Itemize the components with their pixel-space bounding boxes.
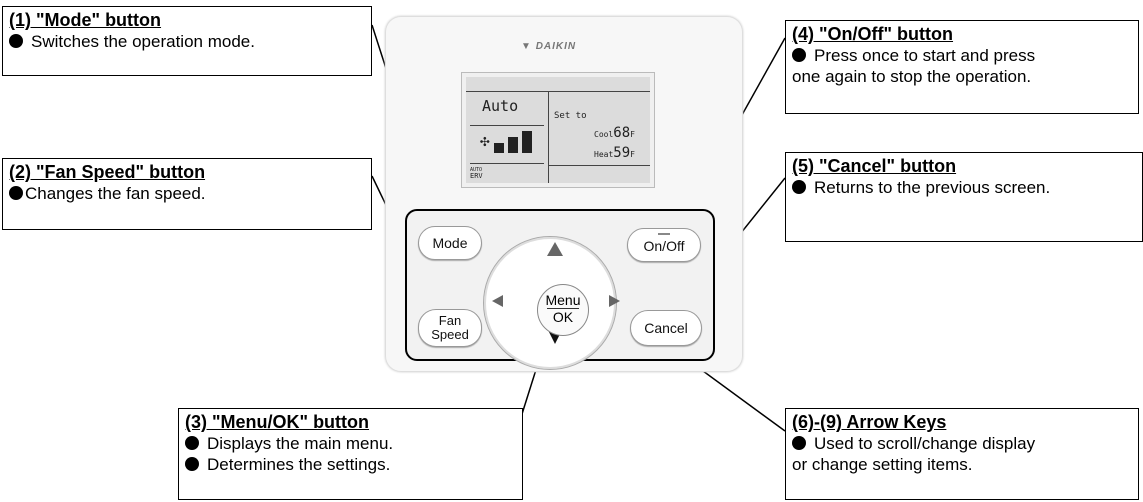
fan-level-bar-1 — [494, 143, 504, 153]
callout-on-off: (4) "On/Off" button Press once to start … — [785, 20, 1139, 114]
callout-fan-speed-line: Changes the fan speed. — [25, 184, 206, 203]
fan-level-bar-2 — [508, 137, 518, 153]
bullet-icon — [792, 48, 806, 62]
fan-speed-label-line1: Fan — [438, 313, 462, 328]
callout-on-off-line-2: one again to stop the operation. — [792, 67, 1032, 86]
right-arrow-icon[interactable] — [609, 295, 620, 307]
callout-mode-title: (1) "Mode" button — [9, 10, 162, 30]
brand-text: DAIKIN — [535, 41, 577, 52]
callout-mode: (1) "Mode" button Switches the operation… — [2, 6, 372, 76]
on-off-button[interactable]: On/Off — [627, 228, 701, 262]
bullet-icon — [185, 436, 199, 450]
callout-arrow-keys: (6)-(9) Arrow Keys Used to scroll/change… — [785, 408, 1139, 500]
callout-arrow-keys-title: (6)-(9) Arrow Keys — [792, 412, 947, 432]
bullet-icon — [9, 186, 23, 200]
on-off-indicator-led — [658, 233, 670, 235]
daikin-logo: ▼ DAIKIN — [521, 41, 576, 52]
bullet-icon — [9, 34, 23, 48]
callout-cancel-line: Returns to the previous screen. — [814, 178, 1051, 197]
bullet-icon — [792, 180, 806, 194]
callout-arrow-keys-line-2: or change setting items. — [792, 455, 973, 474]
callout-on-off-line-1: Press once to start and press — [814, 46, 1036, 65]
mode-button[interactable]: Mode — [418, 226, 482, 260]
lcd-erv-auto: AUTO — [470, 167, 483, 173]
menu-ok-divider — [547, 308, 579, 309]
callout-menu-ok-title: (3) "Menu/OK" button — [185, 412, 370, 432]
lcd-cool-setpoint: Cool68F — [594, 125, 635, 141]
lcd-screen: Auto ✣ AUTO ERV Set to Cool68F Heat59F — [461, 72, 655, 188]
callout-fan-speed: (2) "Fan Speed" button Changes the fan s… — [2, 158, 372, 230]
callout-on-off-title: (4) "On/Off" button — [792, 24, 954, 44]
callout-menu-ok-line-1: Displays the main menu. — [207, 434, 394, 453]
lcd-mode: Auto — [482, 97, 519, 115]
callout-cancel: (5) "Cancel" button Returns to the previ… — [785, 152, 1143, 242]
bullet-icon — [792, 436, 806, 450]
callout-arrow-keys-line-1: Used to scroll/change display — [814, 434, 1036, 453]
menu-label: Menu — [545, 292, 581, 308]
callout-menu-ok: (3) "Menu/OK" button Displays the main m… — [178, 408, 523, 500]
on-off-label: On/Off — [643, 238, 685, 254]
daikin-logo-mark: ▼ — [521, 41, 532, 52]
menu-ok-button[interactable]: Menu OK — [537, 284, 589, 336]
bullet-icon — [185, 457, 199, 471]
fan-speed-label-line2: Speed — [431, 327, 469, 342]
left-arrow-icon[interactable] — [492, 295, 503, 307]
fan-level-bar-3 — [522, 131, 532, 153]
callout-cancel-title: (5) "Cancel" button — [792, 156, 957, 176]
lcd-set-to: Set to — [554, 111, 587, 121]
callout-fan-speed-title: (2) "Fan Speed" button — [9, 162, 206, 182]
callout-mode-line: Switches the operation mode. — [31, 32, 255, 51]
fan-icon: ✣ — [480, 131, 490, 150]
callout-menu-ok-line-2: Determines the settings. — [207, 455, 391, 474]
fan-speed-button[interactable]: Fan Speed — [418, 309, 482, 347]
lcd-erv: ERV — [470, 172, 483, 180]
cancel-button[interactable]: Cancel — [630, 310, 702, 346]
lcd-heat-setpoint: Heat59F — [594, 145, 635, 161]
up-arrow-icon[interactable] — [547, 242, 563, 256]
ok-label: OK — [552, 309, 574, 325]
